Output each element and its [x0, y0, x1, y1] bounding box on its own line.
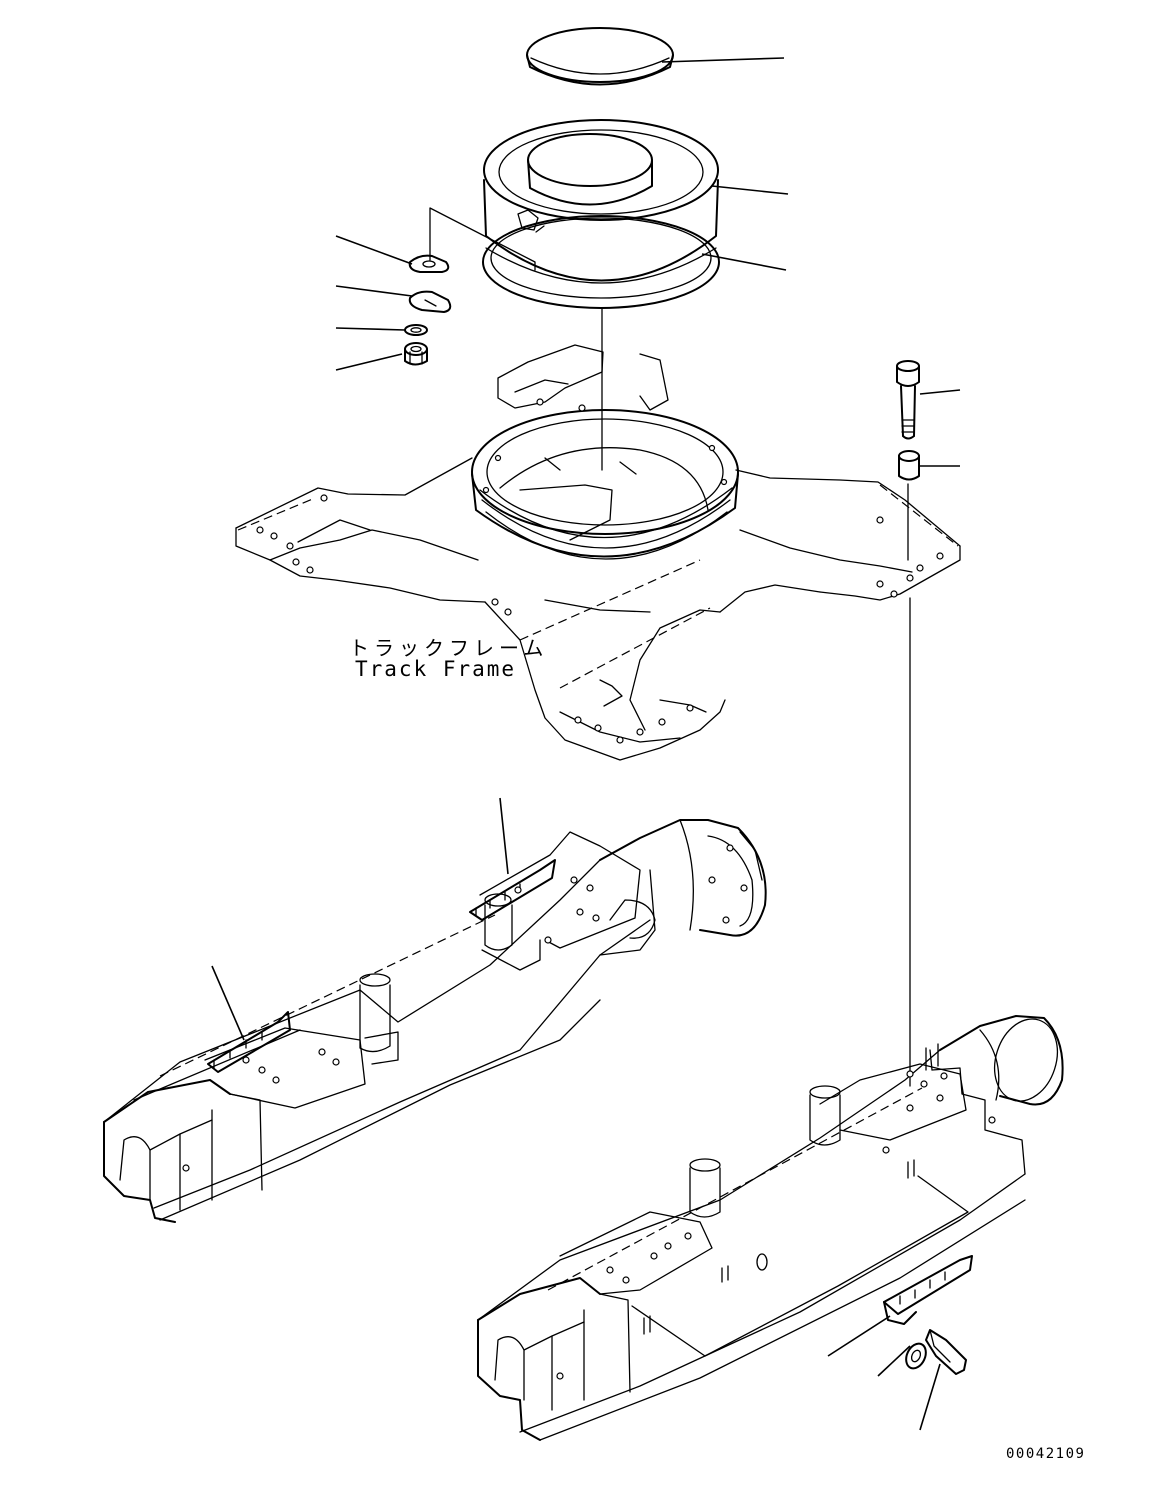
guard-bracket: [883, 1255, 973, 1325]
bracket-washer: [905, 1342, 927, 1370]
spacer-collar: [898, 450, 920, 481]
top-seal-ring: [526, 27, 674, 86]
track-frame: [235, 344, 961, 761]
gasket-plate: [408, 290, 452, 313]
washer: [404, 324, 428, 336]
cover-plate: [408, 254, 450, 273]
track-frame-label-jp: トラックフレーム: [349, 636, 549, 660]
leader-lines: [211, 57, 961, 1431]
long-bolt: [896, 360, 920, 440]
bracket-bolt: [925, 1329, 967, 1375]
swing-bearing-race: [482, 119, 720, 309]
right-track-roller-frame: [477, 1015, 1064, 1441]
document-code: 00042109: [1006, 1446, 1086, 1462]
track-frame-label-en: Track Frame: [355, 657, 517, 681]
left-track-roller-frame: [103, 819, 767, 1223]
hex-nut: [404, 342, 428, 366]
